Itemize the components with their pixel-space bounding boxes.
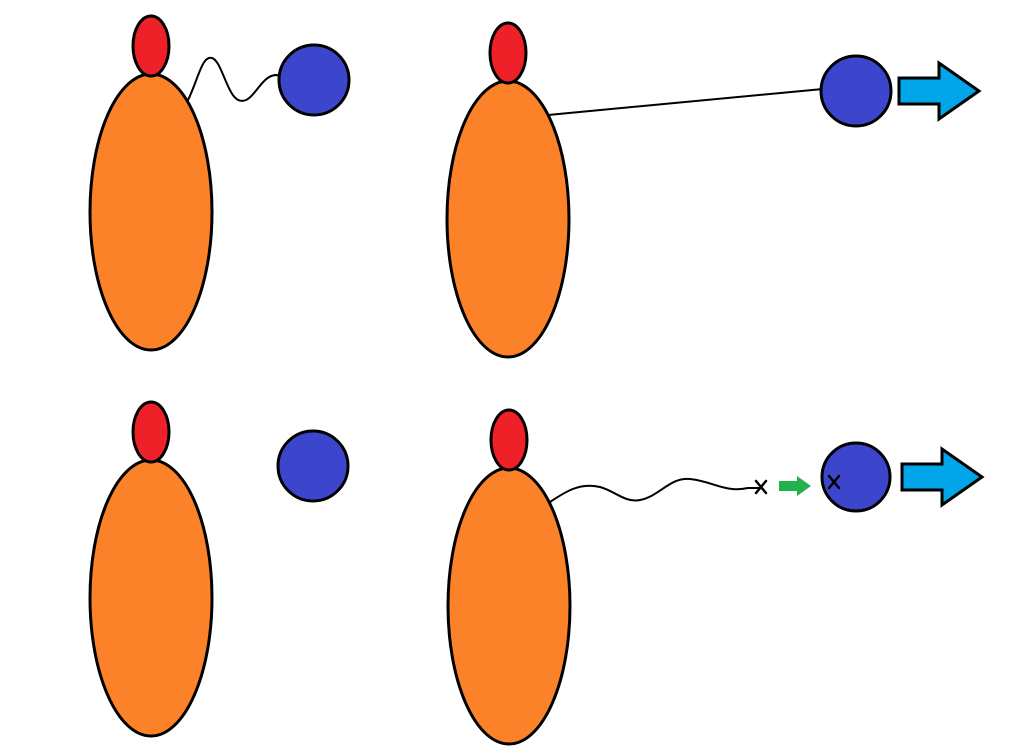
figure-head <box>131 14 171 78</box>
small-right-arrow-icon <box>779 476 811 496</box>
ball <box>820 441 892 513</box>
broken-wavy-tether <box>549 477 761 503</box>
figure-body <box>446 466 572 746</box>
figure-head <box>131 400 171 464</box>
x-mark-icon <box>754 479 768 495</box>
x-mark-icon <box>827 474 841 490</box>
figure-head <box>489 408 529 472</box>
ball <box>277 43 351 117</box>
right-arrow-icon <box>897 60 982 122</box>
figure-body <box>88 458 214 738</box>
right-arrow-icon <box>900 446 985 508</box>
wavy-tether <box>187 56 283 102</box>
panel-bottom-right <box>446 408 985 746</box>
taut-tether <box>547 88 824 116</box>
figure-head <box>488 21 528 85</box>
figure-body <box>445 79 571 359</box>
panel-bottom-left <box>88 400 350 738</box>
panel-top-left <box>88 14 351 352</box>
ball <box>819 54 893 128</box>
figure-body <box>88 72 214 352</box>
panel-top-right <box>445 21 982 359</box>
ball <box>276 429 350 503</box>
